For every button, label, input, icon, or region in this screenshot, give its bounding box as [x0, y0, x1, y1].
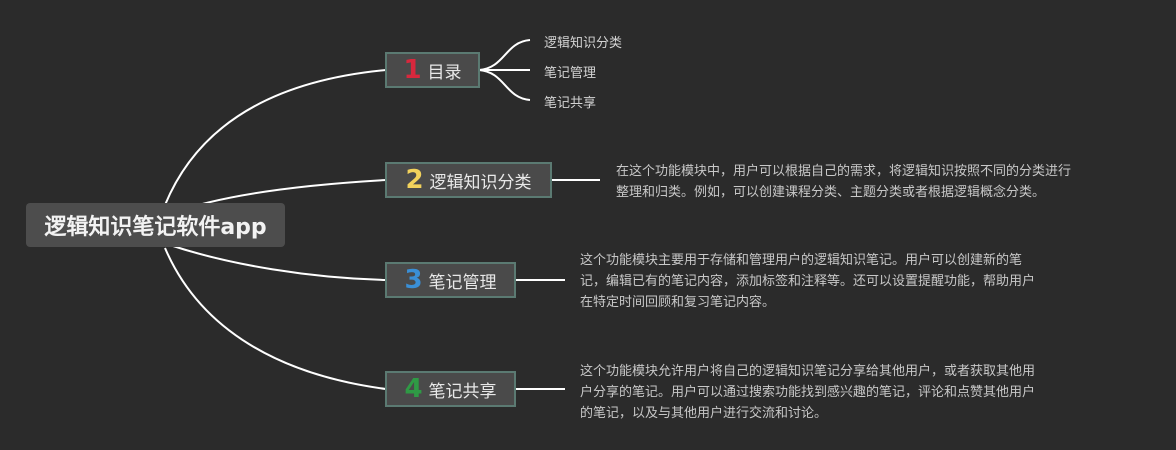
description-line: 整理和归类。例如，可以创建课程分类、主题分类或者根据逻辑概念分类。 [616, 185, 1046, 200]
connector-root-branch-4 [164, 247, 387, 390]
connector-root-branch-1 [164, 69, 387, 206]
description-line: 这个功能模块允许用户将自己的逻辑知识笔记分享给其他用户，或者获取其他用 [580, 364, 1036, 379]
branch-number-3: 3 [404, 265, 423, 295]
branch-number-2: 2 [405, 165, 424, 195]
description-line: 记，编辑已有的笔记内容，添加标签和注释等。还可以设置提醒功能，帮助用户 [580, 274, 1036, 289]
description-management: 这个功能模块主要用于存储和管理用户的逻辑知识笔记。用户可以创建新的笔 记，编辑已… [580, 250, 1035, 313]
connector-toc-1 [478, 39, 531, 71]
branch-node-classification[interactable]: 2 逻辑知识分类 [385, 162, 552, 198]
connector-toc-3 [478, 69, 531, 101]
branch-label-sharing: 笔记共享 [428, 381, 497, 402]
toc-item-classification[interactable]: 逻辑知识分类 [544, 36, 623, 51]
branch-label-classification: 逻辑知识分类 [429, 172, 532, 193]
description-line: 这个功能模块主要用于存储和管理用户的逻辑知识笔记。用户可以创建新的笔 [580, 253, 1023, 268]
toc-item-sharing[interactable]: 笔记共享 [544, 96, 597, 111]
branch-label-management: 笔记管理 [428, 272, 497, 293]
branch-node-toc[interactable]: 1 目录 [385, 52, 480, 88]
root-label: 逻辑知识笔记软件app [44, 215, 267, 240]
branch-number-1: 1 [403, 55, 422, 85]
connector-root-branch-3 [169, 244, 387, 281]
description-line: 在这个功能模块中，用户可以根据自己的需求，将逻辑知识按照不同的分类进行 [616, 164, 1072, 179]
description-line: 户分享的笔记。用户可以通过搜索功能找到感兴趣的笔记，评论和点赞其他用户 [580, 385, 1036, 400]
root-node[interactable]: 逻辑知识笔记软件app [26, 203, 285, 247]
branch-node-management[interactable]: 3 笔记管理 [385, 262, 516, 298]
branch-label-toc: 目录 [427, 62, 462, 83]
description-classification: 在这个功能模块中，用户可以根据自己的需求，将逻辑知识按照不同的分类进行 整理和归… [616, 161, 1071, 203]
toc-item-management[interactable]: 笔记管理 [544, 66, 597, 81]
branch-node-sharing[interactable]: 4 笔记共享 [385, 371, 516, 407]
branch-number-4: 4 [404, 374, 423, 404]
description-sharing: 这个功能模块允许用户将自己的逻辑知识笔记分享给其他用户，或者获取其他用 户分享的… [580, 361, 1035, 424]
description-line: 在特定时间回顾和复习笔记内容。 [580, 295, 776, 310]
description-line: 的笔记，以及与其他用户进行交流和讨论。 [580, 406, 828, 421]
